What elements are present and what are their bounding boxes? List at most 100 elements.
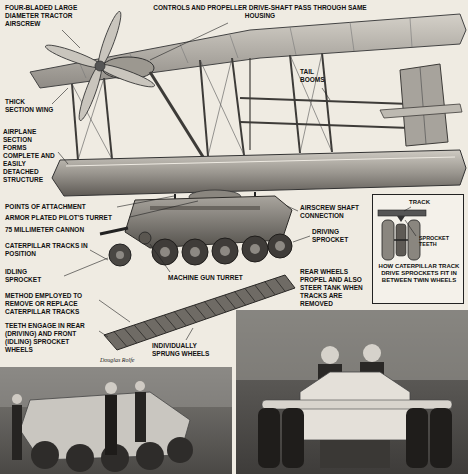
callout-label: THICK SECTION WING (5, 98, 55, 114)
drawing-part (58, 152, 68, 164)
drawing-part (95, 10, 125, 70)
tank (100, 190, 292, 266)
drawing-part (242, 236, 268, 262)
callout-label: AIRSCREW SHAFT CONNECTION (300, 204, 368, 220)
drawing-part (262, 400, 452, 409)
drive-shaft-housing (150, 72, 205, 160)
drawing-part (230, 35, 238, 58)
drawing-part (167, 437, 193, 463)
drawing-part (117, 196, 174, 207)
callout-label: FOUR-BLADED LARGE DIAMETER TRACTOR AIRSC… (5, 4, 83, 28)
drawing-part (275, 278, 285, 291)
drawing-part (160, 247, 170, 257)
drawing-part (114, 332, 127, 347)
wing-struts (72, 53, 332, 160)
callout-label: MACHINE GUN TURRET (168, 274, 250, 282)
drawing-part (232, 58, 244, 155)
drawing-part (268, 234, 292, 258)
tailplane (380, 104, 462, 118)
drawing-part (406, 408, 428, 468)
drawing-part (174, 312, 186, 326)
drawing-part (150, 23, 228, 60)
tube-highlight (66, 157, 455, 166)
drawing-part (116, 251, 124, 259)
drawing-part (12, 405, 22, 460)
drawing-part (275, 241, 285, 251)
drawing-part (124, 328, 137, 343)
drawing-part (287, 206, 298, 211)
drawing-part (397, 216, 405, 222)
callout-label: AIRPLANE SECTION FORMS COMPLETE AND EASI… (3, 128, 57, 184)
drawing-part (240, 98, 410, 104)
drawing-part (184, 308, 196, 322)
drawing-part (150, 244, 170, 272)
inset-label: SPROCKET TEETH (419, 235, 463, 248)
drawing-part (135, 392, 146, 442)
drawing-part (52, 88, 68, 104)
drawing-part (95, 61, 105, 71)
drawing-part (265, 282, 275, 295)
drawing-part (236, 310, 468, 474)
drawing-part (320, 440, 390, 468)
drawing-part (208, 58, 232, 156)
drawing-part (80, 64, 86, 78)
callout-label: CONTROLS AND PROPELLER DRIVE-SHAFT PASS … (150, 4, 370, 20)
drawing-part (130, 201, 198, 217)
drawing-part (394, 239, 408, 241)
drawing-part (109, 244, 131, 266)
rudder-line (420, 67, 426, 144)
drawing-part (258, 408, 280, 468)
drawing-part (382, 220, 394, 260)
drawing-part (144, 322, 156, 337)
drawing-part (154, 318, 166, 333)
callout-label: CATERPILLAR TRACKS IN POSITION (5, 242, 89, 258)
drawing-part (408, 220, 420, 260)
photo-left (0, 367, 232, 474)
leader-lines (52, 23, 330, 340)
drawing-part (186, 328, 193, 340)
callout-label: ARMOR PLATED PILOT'S TURRET (5, 214, 129, 222)
drawing-part (31, 441, 59, 469)
signature: Douglas Rolfe (100, 356, 150, 364)
callout-label: POINTS OF ATTACHMENT (5, 203, 117, 211)
drawing-part (12, 394, 22, 404)
drawing-part (321, 346, 339, 364)
drawing-part (249, 58, 250, 150)
bracing-wires (72, 53, 332, 160)
drawing-part (378, 210, 426, 216)
drawing-part (236, 310, 468, 380)
drawing-part (72, 84, 78, 160)
drawing-part (96, 61, 156, 91)
drawing-part (125, 196, 292, 248)
drawing-part (225, 295, 236, 309)
drawing-part (404, 207, 411, 211)
callout-label: TAIL BOOMS (300, 68, 336, 84)
drawing-part (240, 122, 410, 128)
inset-caption: HOW CATERPILLAR TRACK DRIVE SPROCKETS FI… (377, 263, 461, 284)
drawing-part (44, 41, 104, 71)
drawing-part (430, 408, 452, 468)
drawing-part (164, 315, 176, 329)
drawing-part (220, 246, 230, 256)
inset-ground (372, 194, 464, 304)
drawing-part (200, 60, 244, 155)
drawing-part (205, 302, 216, 316)
callout-label: IDLING SPROCKET (5, 268, 63, 284)
drawing-part (99, 300, 130, 322)
drawing-part (250, 244, 260, 254)
drawing-part (235, 292, 246, 306)
drawing-part (150, 206, 260, 210)
drawing-part (212, 238, 238, 264)
callout-label: METHOD EMPLOYED TO REMOVE OR REPLACE CAT… (5, 292, 97, 316)
drawing-part (255, 285, 265, 298)
drawing-part (66, 444, 94, 472)
drawing-part (293, 236, 310, 242)
drawing-part (100, 228, 128, 234)
drawing-part (322, 88, 330, 100)
drawing-part (99, 331, 108, 337)
inset-sprocket-drawing (378, 207, 426, 260)
drawing-part (322, 53, 332, 152)
drawing-part (363, 344, 381, 362)
inset-box: TRACKSPROCKET TEETHHOW CATERPILLAR TRACK… (372, 194, 464, 304)
